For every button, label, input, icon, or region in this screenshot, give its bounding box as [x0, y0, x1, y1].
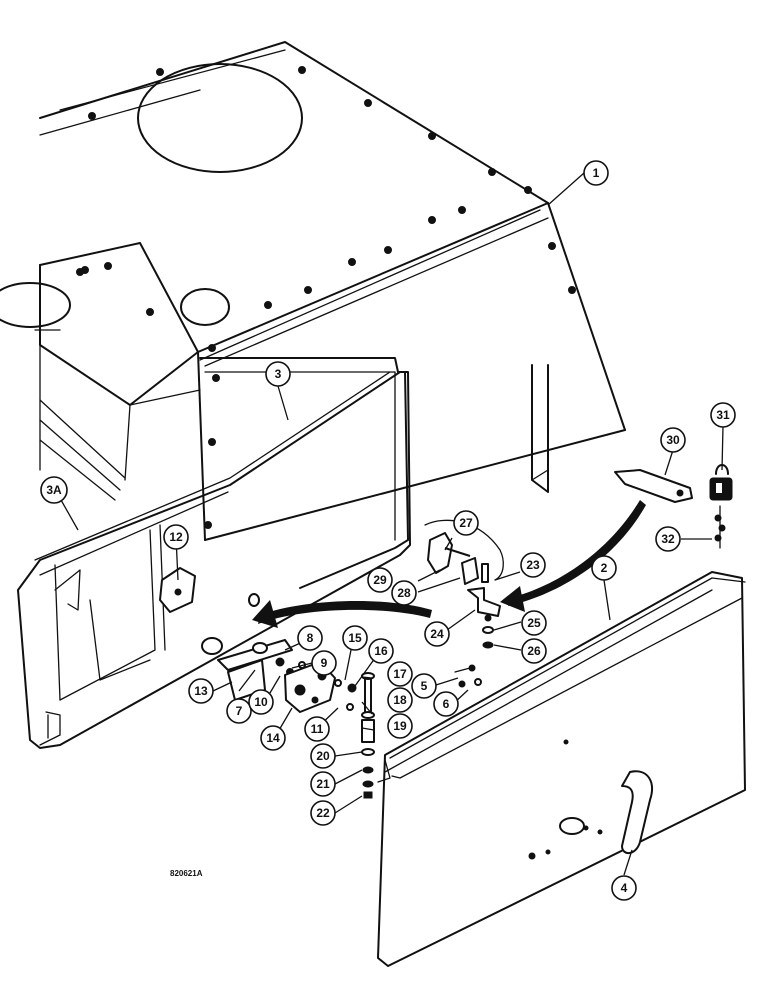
- callout-8: 8: [297, 625, 323, 651]
- callout-27: 27: [453, 510, 479, 536]
- svg-text:20: 20: [316, 749, 330, 763]
- callout-21: 21: [310, 771, 336, 797]
- svg-text:11: 11: [311, 722, 324, 736]
- fill-opening: [180, 288, 230, 326]
- lock-cylinder: [461, 557, 479, 585]
- assembly-arrows: [252, 500, 646, 628]
- callout-10: 10: [248, 689, 274, 715]
- svg-text:24: 24: [430, 627, 444, 641]
- callout-31: 31: [710, 402, 736, 428]
- hasp-padlock: [614, 464, 733, 549]
- figure-id: 820621A: [170, 869, 203, 878]
- callout-25: 25: [521, 610, 547, 636]
- hood-opening: [137, 63, 303, 173]
- callout-26: 26: [521, 638, 547, 664]
- callout-3a: 3A: [40, 476, 68, 504]
- svg-text:5: 5: [421, 679, 428, 693]
- svg-text:12: 12: [169, 530, 183, 544]
- callout-5: 5: [411, 673, 437, 699]
- callout-15: 15: [342, 625, 368, 651]
- hood-rivets: [81, 66, 576, 529]
- lock-assembly: [424, 519, 504, 649]
- svg-text:32: 32: [661, 532, 675, 546]
- callout-13: 13: [188, 678, 214, 704]
- svg-text:21: 21: [316, 777, 330, 791]
- callout-12: 12: [163, 524, 189, 550]
- svg-text:10: 10: [254, 695, 268, 709]
- lock-cam: [467, 587, 501, 617]
- svg-text:15: 15: [348, 631, 362, 645]
- callout-24: 24: [424, 621, 450, 647]
- svg-text:31: 31: [716, 408, 730, 422]
- svg-text:27: 27: [459, 516, 473, 530]
- key: [427, 532, 453, 574]
- svg-text:2: 2: [601, 561, 608, 575]
- callout-20: 20: [310, 743, 336, 769]
- svg-text:1: 1: [593, 166, 600, 180]
- callout-4: 4: [611, 875, 637, 901]
- callout-11: 11: [304, 716, 330, 742]
- hood-assembly: [0, 41, 626, 541]
- callout-14: 14: [260, 725, 286, 751]
- callout-19: 19: [387, 713, 413, 739]
- svg-text:19: 19: [393, 719, 407, 733]
- callout-28: 28: [391, 580, 417, 606]
- svg-text:22: 22: [316, 806, 330, 820]
- callout-6: 6: [433, 691, 459, 717]
- striker-stack: [361, 672, 375, 799]
- callout-22: 22: [310, 800, 336, 826]
- callout-30: 30: [660, 427, 686, 453]
- callout-9: 9: [311, 650, 337, 676]
- svg-text:6: 6: [443, 697, 450, 711]
- latch-hardware: [217, 639, 357, 713]
- callout-29: 29: [367, 567, 393, 593]
- callout-18: 18: [387, 687, 413, 713]
- svg-text:9: 9: [321, 656, 328, 670]
- callout-3: 3: [265, 361, 291, 387]
- svg-text:28: 28: [397, 586, 411, 600]
- svg-text:8: 8: [307, 631, 314, 645]
- callout-32: 32: [655, 526, 681, 552]
- door-bolts: [454, 664, 482, 688]
- svg-text:16: 16: [374, 644, 388, 658]
- svg-text:3A: 3A: [46, 483, 62, 497]
- door-handle: [621, 770, 653, 854]
- svg-text:30: 30: [666, 433, 680, 447]
- callout-23: 23: [520, 552, 546, 578]
- svg-text:14: 14: [266, 731, 280, 745]
- svg-text:3: 3: [275, 367, 282, 381]
- callout-17: 17: [387, 661, 413, 687]
- callout-7: 7: [226, 698, 252, 724]
- svg-text:13: 13: [194, 684, 208, 698]
- callout-16: 16: [368, 638, 394, 664]
- svg-text:7: 7: [236, 704, 243, 718]
- svg-text:23: 23: [526, 558, 540, 572]
- hasp-strap: [614, 469, 693, 503]
- svg-text:17: 17: [393, 667, 407, 681]
- access-frame: [17, 371, 411, 749]
- svg-text:26: 26: [527, 644, 541, 658]
- svg-text:25: 25: [527, 616, 541, 630]
- svg-text:29: 29: [373, 573, 387, 587]
- callout-2: 2: [591, 555, 617, 581]
- access-door: [377, 571, 746, 967]
- svg-text:18: 18: [393, 693, 407, 707]
- side-panel: [199, 357, 409, 589]
- callout-1: 1: [583, 160, 609, 186]
- svg-text:4: 4: [621, 881, 628, 895]
